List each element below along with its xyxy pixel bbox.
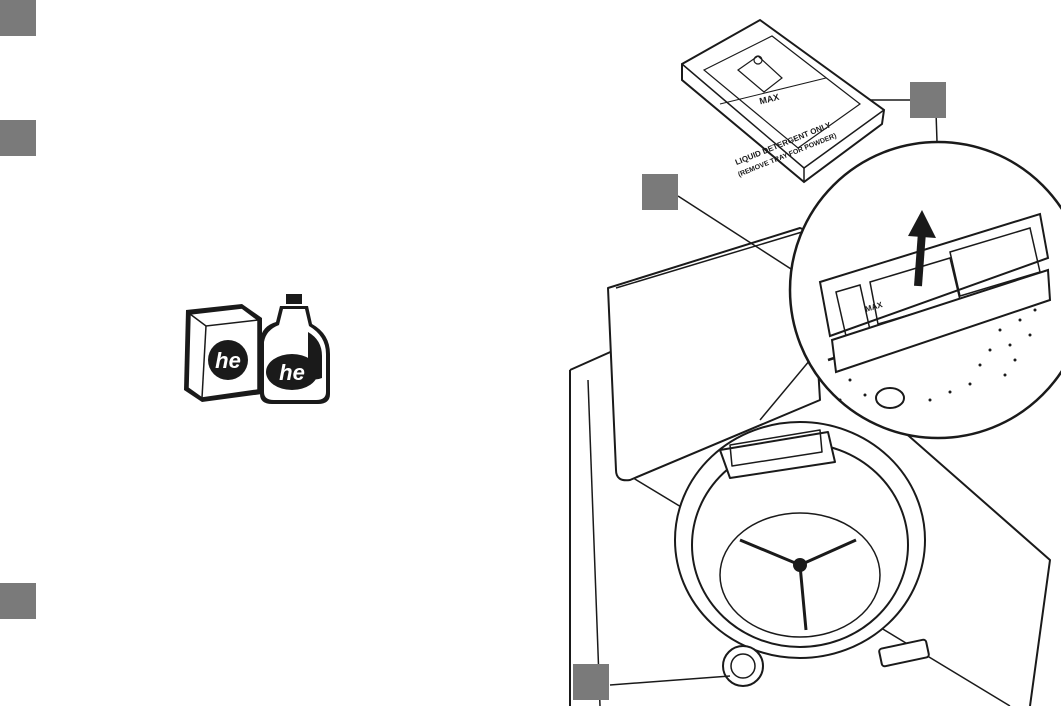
dispenser-drawer: [719, 431, 836, 479]
control-knob: [722, 645, 764, 687]
step-marker-2: [0, 120, 36, 156]
lift-arrow-icon: [908, 210, 936, 287]
washer-drawing: MAX MAX LIQUID DETERGENT ONLY (REMOVE TR…: [569, 18, 1061, 707]
callout-marker-dispenser: [642, 174, 678, 210]
he-detergent-illustration: he he: [180, 290, 340, 410]
step-marker-1: [0, 0, 36, 36]
he-detergent-drawing: he he: [184, 294, 330, 404]
tray-max-label: MAX: [758, 92, 780, 107]
box-logo-text: he: [215, 348, 241, 373]
detergent-bottle: he: [260, 294, 330, 404]
washer-cabinet-inner-edge: [587, 379, 601, 707]
washer-tub-rim: [674, 421, 926, 659]
leader-line-c: [609, 675, 731, 686]
detergent-tray: MAX LIQUID DETERGENT ONLY (REMOVE TRAY F…: [681, 18, 886, 184]
detergent-box: he: [184, 304, 262, 402]
washer-illustration: MAX MAX LIQUID DETERGENT ONLY (REMOVE TR…: [560, 0, 1061, 707]
step-marker-3: [0, 583, 36, 619]
lid-latch: [878, 638, 930, 668]
bottle-logo-text: he: [279, 360, 305, 385]
dispenser-magnified-view: MAX: [788, 140, 1061, 440]
washer-impeller: [719, 512, 881, 638]
callout-marker-tray: [910, 82, 946, 118]
callout-marker-knob: [573, 664, 609, 700]
